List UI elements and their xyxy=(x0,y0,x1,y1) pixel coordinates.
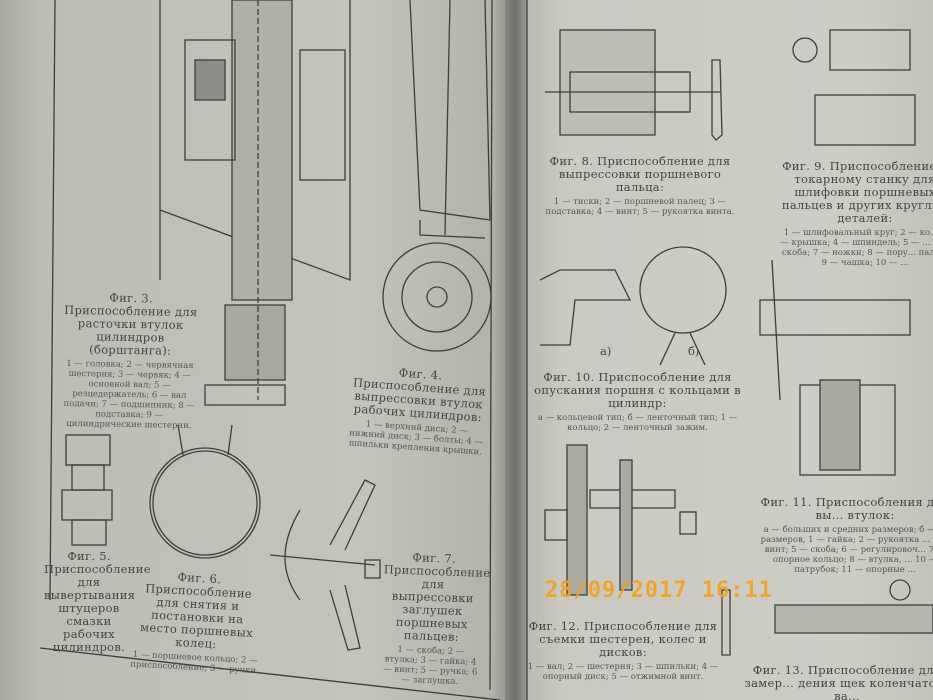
fig6-title: Фиг. 6. Приспособление для снятия и пост… xyxy=(139,569,254,652)
fig5-drawing xyxy=(61,434,113,546)
fig3-caption: Фиг. 3. Приспособление для расточки втул… xyxy=(59,291,201,431)
page-border-bottom xyxy=(39,647,501,700)
book-spine xyxy=(505,0,527,700)
fig7-legend: 1 — скоба; 2 — втулка; 3 — гайка; 4 — ви… xyxy=(382,644,478,687)
fig10-legend: а — кольцевой тип; б — ленточный тип; 1 … xyxy=(537,413,738,433)
page-border-left xyxy=(49,0,56,601)
fig4-title: Фиг. 4. Приспособление для выпрессовки в… xyxy=(352,365,487,425)
page-border-right xyxy=(489,0,493,691)
fig13-drawing xyxy=(721,579,933,656)
fig3-title: Фиг. 3. Приспособление для расточки втул… xyxy=(64,290,198,358)
fig6-caption: Фиг. 6. Приспособление для снятия и пост… xyxy=(129,569,264,677)
fig10-caption: Фиг. 10. Приспособление для опускания по… xyxy=(525,370,750,434)
fig7-drawing xyxy=(269,479,381,651)
fig13-title: Фиг. 13. Приспособление для замер... ден… xyxy=(744,663,933,700)
fig11-caption: Фиг. 11. Приспособления для вы... втулок… xyxy=(755,495,933,576)
fig3-drawing xyxy=(159,0,351,406)
fig9-caption: Фиг. 9. Приспособление к токарному станк… xyxy=(780,159,933,269)
fig11-drawing xyxy=(759,259,911,476)
fig13-caption: Фиг. 13. Приспособление для замер... ден… xyxy=(732,664,933,700)
fig12-drawing xyxy=(544,444,697,596)
fig5-title: Фиг. 5. Приспособление для вывертывания … xyxy=(44,549,151,654)
fig4-drawing xyxy=(382,0,492,352)
fig8-title: Фиг. 8. Приспособление для выпрессовки п… xyxy=(549,154,731,194)
fig7-caption: Фиг. 7. Приспособление для выпрессовки з… xyxy=(380,550,491,687)
fig12-caption: Фиг. 12. Приспособление для съемки шесте… xyxy=(523,619,723,683)
fig7-title: Фиг. 7. Приспособление для выпрессовки з… xyxy=(383,550,491,644)
fig9-legend: 1 — шлифовальный круг; 2 — ко... 3 — кры… xyxy=(780,228,933,268)
fig10-drawing xyxy=(539,246,727,366)
fig4-caption: Фиг. 4. Приспособление для выпрессовки в… xyxy=(345,363,491,458)
fig5-caption: Фиг. 5. Приспособление для вывертывания … xyxy=(44,549,151,654)
fig11-legend: а — больших и средних размеров; б — ... … xyxy=(760,525,933,575)
fig8-caption: Фиг. 8. Приспособление для выпрессовки п… xyxy=(540,154,740,218)
photo-timestamp: 28/09/2017 16:11 xyxy=(545,578,773,603)
fig3-legend: 1 — головка; 2 — червячная шестерня; 3 —… xyxy=(63,358,195,432)
fig10-sublabel-b: б) xyxy=(688,344,700,358)
fig12-legend: 1 — вал; 2 — шестерня; 3 — шпильки; 4 — … xyxy=(527,662,719,682)
fig10-title: Фиг. 10. Приспособление для опускания по… xyxy=(534,370,741,410)
fig9-drawing xyxy=(792,29,916,146)
fig8-drawing xyxy=(545,29,723,141)
fig12-title: Фиг. 12. Приспособление для съемки шесте… xyxy=(528,619,718,659)
fig6-drawing xyxy=(149,424,261,559)
fig8-legend: 1 — тиски; 2 — поршневой палец; 3 — подс… xyxy=(545,197,735,217)
fig10-sublabel-a: а) xyxy=(600,344,612,358)
fig11-title: Фиг. 11. Приспособления для вы... втулок… xyxy=(760,495,933,522)
fig9-title: Фиг. 9. Приспособление к токарному станк… xyxy=(781,159,933,225)
